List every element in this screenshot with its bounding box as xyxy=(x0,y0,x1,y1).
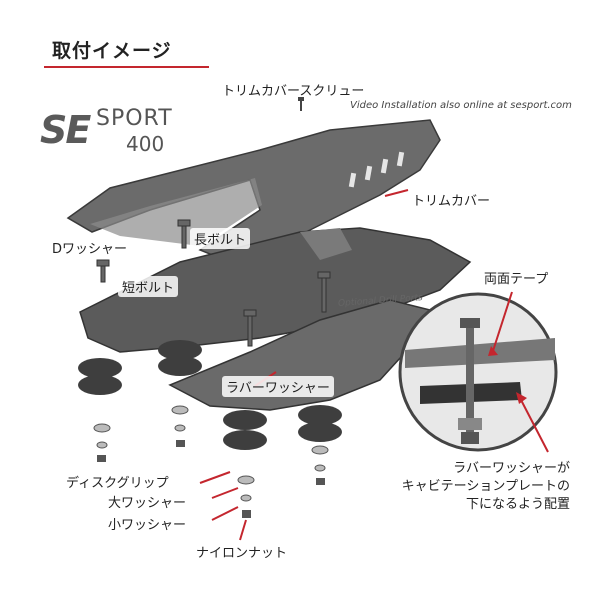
label-double-tape: 両面テープ xyxy=(484,272,549,287)
placement-note-line: キャビテーションプレートの xyxy=(401,479,570,494)
mid-plate-part xyxy=(79,227,472,353)
detail-magnifier xyxy=(398,292,558,452)
label-rubber-washer: ラバーワッシャー xyxy=(222,376,334,397)
label-short-bolt: 短ボルト xyxy=(118,276,179,297)
label-d-washer: Dワッシャー xyxy=(52,242,128,257)
label-long-bolt: 長ボルト xyxy=(190,228,251,249)
video-note: Video Installation also online at sespor… xyxy=(350,100,572,111)
label-small-washer: 小ワッシャー xyxy=(108,518,187,533)
page-title: 取付イメージ xyxy=(52,40,172,62)
label-trim-cover: トリムカバー xyxy=(412,194,491,209)
trim-screw-part xyxy=(298,97,304,111)
brand-logo-model: 400 xyxy=(126,132,165,156)
label-disc-grip: ディスクグリップ xyxy=(66,476,169,491)
label-large-washer: 大ワッシャー xyxy=(108,496,187,511)
brand-logo-se: SE xyxy=(40,108,91,152)
placement-note-line: ラバーワッシャーが xyxy=(453,461,570,476)
label-nylon-nut: ナイロンナット xyxy=(196,546,288,561)
brand-logo-sport: SPORT xyxy=(96,106,173,131)
placement-note: ラバーワッシャーが キャビテーションプレートの 下になるよう配置 xyxy=(402,460,570,514)
placement-note-line: 下になるよう配置 xyxy=(465,497,570,512)
label-trim-cover-screw: トリムカバースクリュー xyxy=(222,84,365,99)
title-underline xyxy=(44,66,209,68)
